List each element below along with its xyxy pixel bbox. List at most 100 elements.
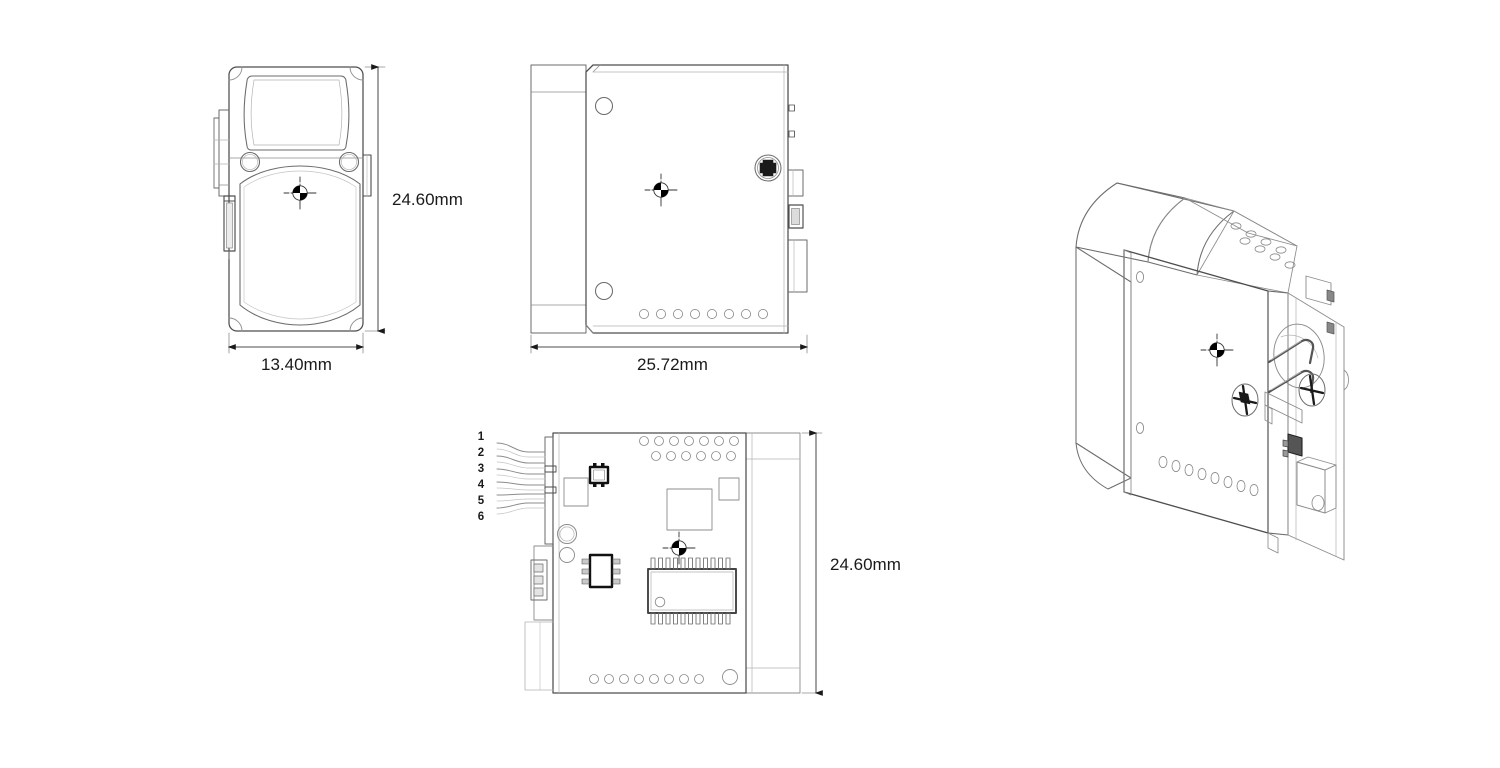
view-top-left: 24.60mm 13.40mm <box>213 64 463 374</box>
center-datum-crosshair <box>283 176 317 210</box>
iso-bottom-tab <box>1267 532 1279 554</box>
front-view-screw-cross <box>759 159 777 177</box>
view-pcb-bottom: 1 2 3 4 5 6 <box>478 430 901 696</box>
top-view-boss-right <box>338 151 360 173</box>
iso-rear-body-cowl-arc <box>1147 197 1186 263</box>
pcb-view-left-connector-tail <box>524 621 554 691</box>
front-view-screw-inner <box>757 157 779 179</box>
pcb-view-vent-holes-bottom <box>589 674 704 684</box>
iso-rail-notch <box>1343 369 1349 391</box>
center-datum-crosshair <box>1200 333 1234 367</box>
iso-front-plate <box>1123 249 1269 534</box>
top-view-left-connector-body <box>218 109 230 197</box>
iso-smd-component-pins <box>1282 439 1289 458</box>
top-view-upper-chamber-inner <box>250 79 343 146</box>
iso-front-hole-top <box>1135 271 1145 283</box>
pin-label-6: 6 <box>478 511 484 523</box>
pcb-view-left-connector-pad-1 <box>533 563 544 573</box>
pcb-view-round-component-outer <box>557 524 577 544</box>
iso-screw-left-slot-b <box>1241 384 1249 416</box>
iso-block-lower-side <box>1324 464 1337 514</box>
front-view-bottom-notch <box>585 324 594 334</box>
pcb-view-sot23-package <box>581 553 621 589</box>
front-view-vent-holes <box>638 308 769 320</box>
top-view-corner-arc-br <box>349 317 364 332</box>
pcb-view-right-shell <box>745 432 801 694</box>
pcb-view-left-connector-pad-3 <box>533 587 544 597</box>
iso-connector-upper-pins-b <box>1326 321 1335 335</box>
pcb-view-smd-pad-left <box>563 477 589 507</box>
pin-label-1: 1 <box>478 431 485 443</box>
dimension-label-height-left: 24.60mm <box>392 190 463 209</box>
front-view-led-pads <box>788 104 795 138</box>
iso-screw-right-slot-b <box>1308 374 1316 406</box>
iso-tube-lower-highlight <box>1270 371 1302 391</box>
front-view-right-connector-top <box>788 169 804 197</box>
front-view-boss-bottom <box>594 281 614 301</box>
top-view-flex-cable-outer <box>223 195 236 252</box>
front-view-right-connector-bottom <box>788 239 808 293</box>
top-view-corner-arc-tr <box>349 66 364 81</box>
front-view-boss-top <box>594 96 614 116</box>
pcb-view-round-component-inner <box>559 526 575 542</box>
top-view-flex-cable-inner <box>226 202 233 249</box>
dimension-label-width-center: 25.72mm <box>637 355 708 374</box>
top-view-lower-chamber-inner <box>243 170 357 320</box>
pcb-view-vent-holes-top-row1 <box>639 436 739 446</box>
pin-label-3: 3 <box>478 463 484 475</box>
iso-rear-body-top-ridge <box>1116 182 1235 276</box>
front-view-screw-outer <box>754 154 782 182</box>
view-front-center: 25.72mm <box>529 64 809 374</box>
top-view-corner-arc-bl <box>228 317 243 332</box>
iso-front-hole-bottom <box>1135 422 1145 434</box>
pin-label-5: 5 <box>478 495 485 507</box>
top-view-upper-chamber <box>243 75 350 151</box>
dimension-width-center: 25.72mm <box>529 334 809 374</box>
front-view-rear-shell <box>530 64 587 334</box>
center-datum-crosshair <box>644 173 678 207</box>
dimension-label-width-left: 13.40mm <box>261 355 332 374</box>
iso-bracket-arm <box>1264 391 1303 424</box>
iso-tube-lower <box>1267 369 1315 394</box>
front-view-right-connector-mid <box>788 204 804 229</box>
iso-connector-upper-pins <box>1326 289 1335 303</box>
pcb-view-header-pin-a <box>544 465 557 473</box>
iso-smd-component <box>1287 433 1303 457</box>
top-view-outer-body <box>228 66 364 332</box>
top-view-lower-chamber <box>239 165 361 326</box>
iso-rear-body-lower-arc <box>1075 442 1132 490</box>
top-view-corner-arc-tl <box>228 66 243 81</box>
pcb-view-board <box>552 432 747 694</box>
iso-upper-deck-face <box>1196 210 1298 294</box>
dimension-width-left: 13.40mm <box>227 332 365 374</box>
top-view-boss-right-inner <box>341 154 357 170</box>
iso-fan-boss-inner <box>1280 334 1319 359</box>
top-view-boss-left <box>239 151 261 173</box>
pcb-view-vent-holes-top-row2 <box>651 451 736 461</box>
center-datum-crosshair <box>662 531 696 565</box>
iso-block-lower <box>1296 461 1326 514</box>
dimension-height-left: 24.60mm <box>364 64 463 334</box>
pcb-view-main-ic <box>647 557 737 625</box>
dimension-height-bottom: 24.60mm <box>801 430 901 696</box>
front-view-top-bevel <box>592 64 601 73</box>
iso-screw-right-outer <box>1298 373 1326 407</box>
front-view-right-connector-mid-inner <box>791 208 800 225</box>
pcb-view-header-pin-b <box>544 486 557 494</box>
pin-label-2: 2 <box>478 447 484 459</box>
pcb-view-footprint-large <box>666 488 713 531</box>
iso-rear-body <box>1075 246 1132 479</box>
iso-tube-upper-highlight <box>1270 340 1302 361</box>
iso-front-vent-holes <box>1158 455 1259 497</box>
iso-top-vent-holes <box>1230 222 1296 269</box>
view-isometric-right <box>1075 182 1349 561</box>
dimension-label-height-bottom: 24.60mm <box>830 555 901 574</box>
pcb-view-left-connector-body <box>530 559 548 601</box>
iso-connector-upper <box>1305 275 1332 306</box>
front-view-main-body <box>585 64 789 334</box>
pcb-view-corner-hole-br <box>722 669 738 685</box>
pcb-view-left-connector-pad-2 <box>533 575 544 585</box>
iso-bracket-post <box>1264 404 1273 425</box>
